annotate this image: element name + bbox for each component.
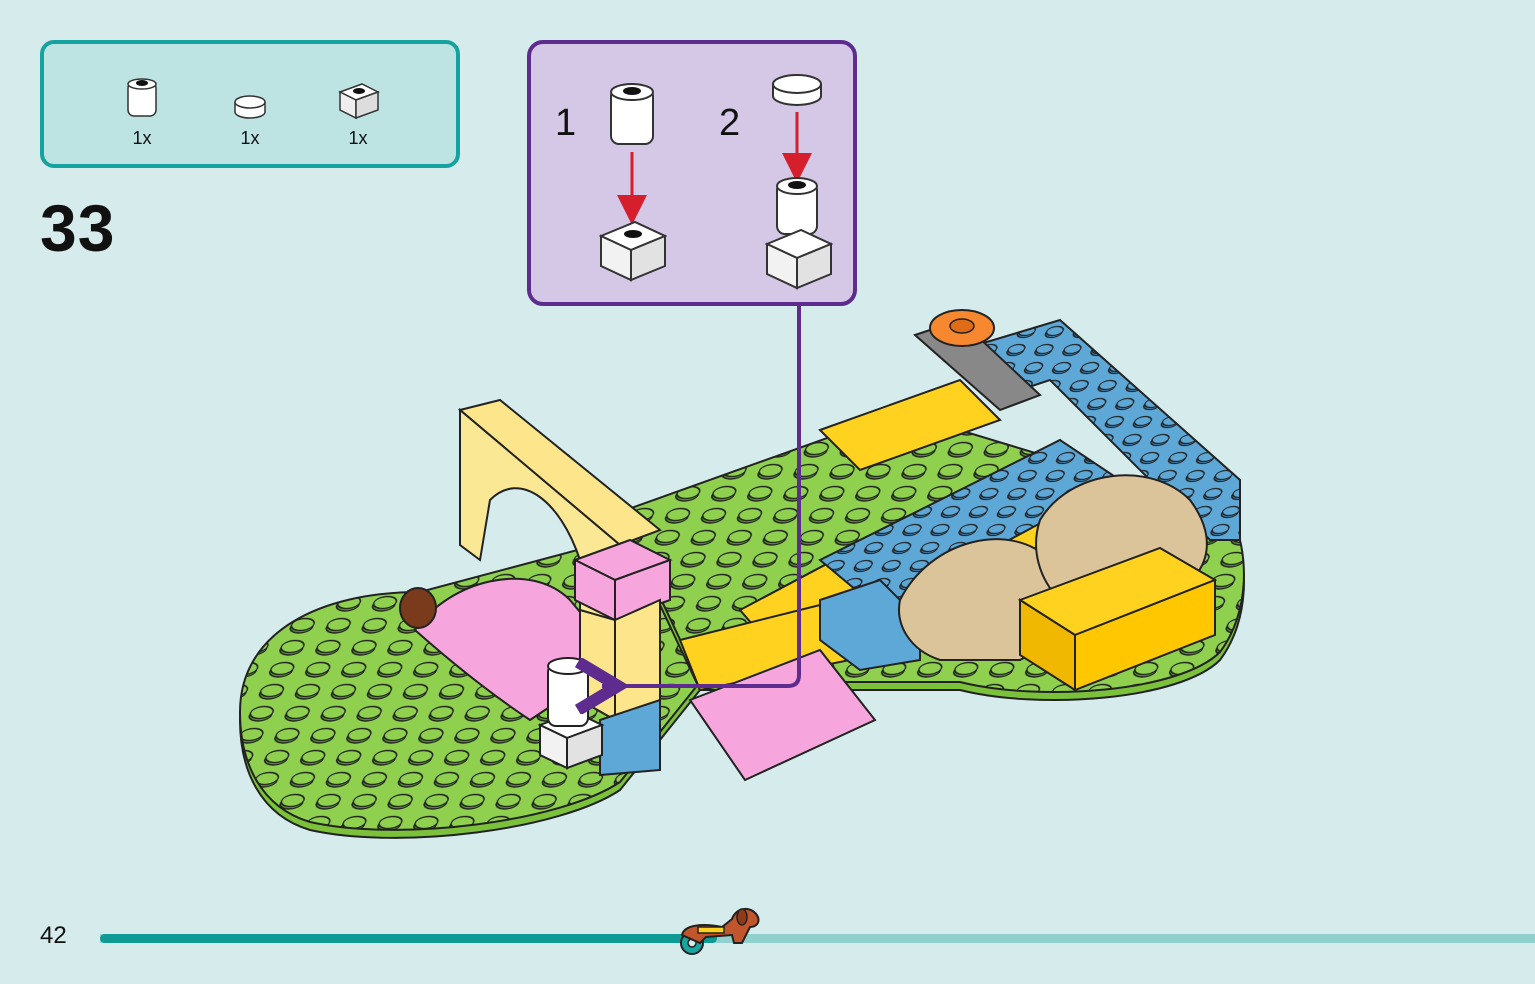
round-brick-white-icon	[776, 177, 818, 235]
substep-illustration	[598, 74, 834, 290]
page-number: 42	[40, 922, 67, 949]
square-brick-white-icon	[598, 220, 668, 282]
part-qty: 1x	[240, 128, 260, 148]
progress-track	[100, 934, 1535, 943]
square-brick-white-icon	[328, 74, 388, 129]
part-qty: 1x	[348, 128, 368, 148]
callout-arrow	[602, 306, 801, 686]
round-tile-white-icon	[772, 74, 822, 106]
progress-fill	[100, 934, 717, 943]
substep-callout-box: 1 2	[527, 40, 857, 306]
orange-round-tile	[913, 309, 1042, 412]
yellow-crate	[1017, 546, 1218, 692]
brown-detail	[399, 587, 437, 629]
round-brick-white-icon	[112, 74, 172, 129]
substep-number: 1	[555, 102, 577, 144]
round-brick-white-icon	[610, 83, 654, 145]
step-number: 33	[40, 191, 116, 265]
substep-number: 2	[719, 102, 741, 144]
square-brick-white-icon	[764, 228, 834, 290]
part-qty: 1x	[132, 128, 152, 148]
dog-wheelchair-icon	[680, 908, 760, 955]
parts-list-box: 1x 1x 1x	[40, 40, 460, 168]
round-tile-white-icon	[220, 74, 280, 129]
